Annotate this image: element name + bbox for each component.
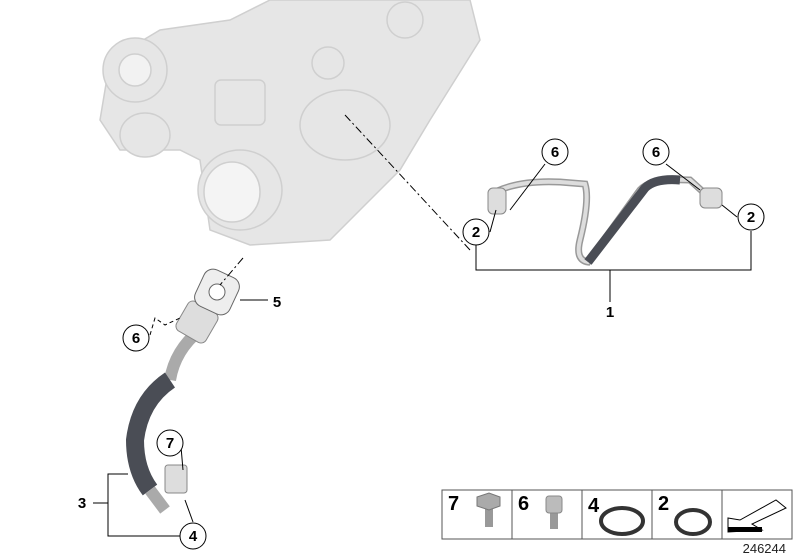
svg-text:2: 2: [747, 209, 755, 226]
callout-6-feed-right: 6: [642, 138, 670, 166]
diagram-number: 246244: [742, 541, 786, 556]
callout-1: 1: [606, 304, 614, 321]
callout-2-left: 2: [462, 218, 490, 246]
svg-text:7: 7: [448, 493, 459, 515]
legend-item-6: 6: [518, 493, 563, 529]
oil-return-line: [125, 300, 219, 514]
callout-4: 4: [179, 522, 207, 550]
svg-text:2: 2: [658, 493, 669, 515]
svg-text:6: 6: [132, 330, 140, 347]
svg-text:7: 7: [166, 435, 174, 452]
svg-text:6: 6: [551, 144, 559, 161]
svg-text:6: 6: [518, 493, 529, 515]
callout-6-return: 6: [122, 324, 150, 352]
callout-2-right: 2: [737, 203, 765, 231]
svg-text:2: 2: [472, 224, 480, 241]
turbocharger-illustration: [99, 0, 481, 246]
legend-arrow-icon: [727, 499, 787, 533]
svg-text:6: 6: [652, 144, 660, 161]
svg-text:4: 4: [588, 495, 600, 517]
gasket: [194, 268, 240, 316]
callout-3: 3: [78, 495, 86, 512]
legend-item-4: 4: [588, 495, 645, 536]
legend-item-2: 2: [658, 493, 712, 536]
legend-item-7: 7: [448, 492, 501, 527]
callout-5: 5: [273, 294, 281, 311]
svg-text:4: 4: [189, 528, 198, 545]
oil-feed-line: [487, 175, 723, 266]
parts-legend: 7 6 4 2: [441, 489, 793, 540]
leader-lines: [93, 114, 752, 537]
callout-7: 7: [156, 429, 184, 457]
callout-6-feed-left: 6: [541, 138, 569, 166]
